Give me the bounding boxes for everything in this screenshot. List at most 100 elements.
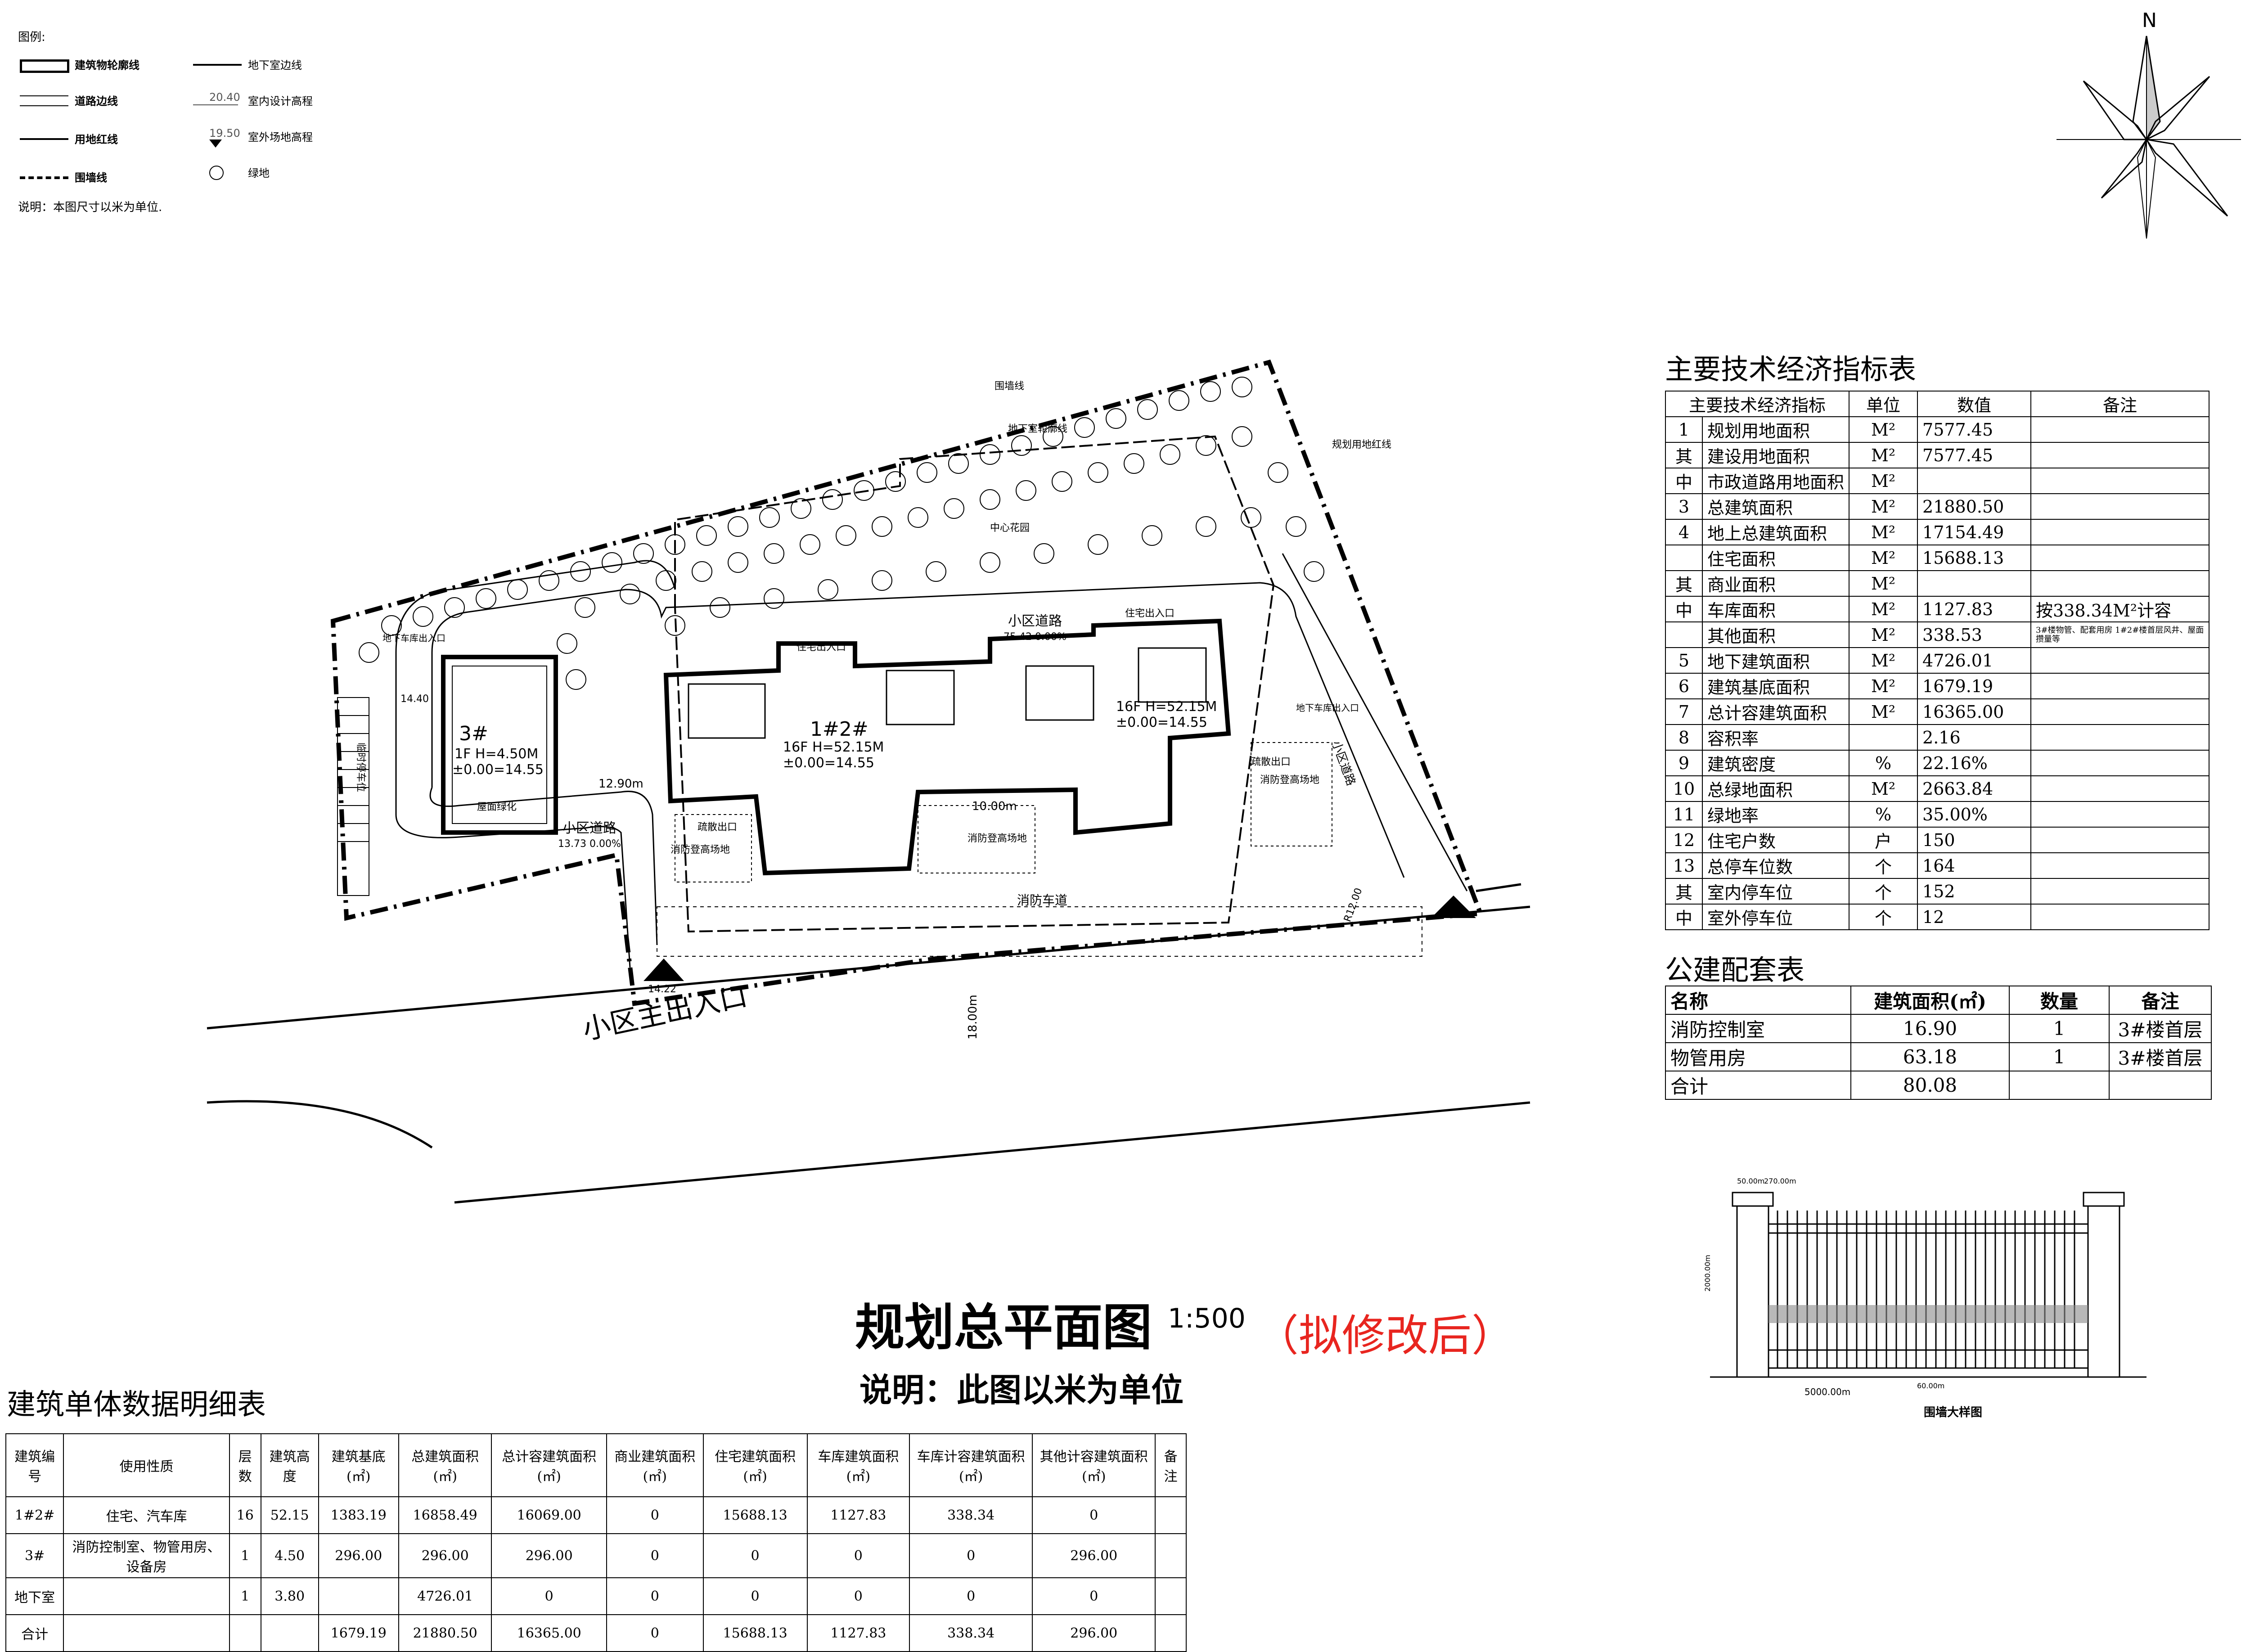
- legend-item-indoor-elev: 20.40 室内设计高程: [191, 91, 313, 108]
- building-cell: 0: [702, 1533, 808, 1578]
- eco-cell: M²: [1849, 647, 1918, 674]
- building-cell: 16365.00: [491, 1614, 607, 1652]
- elev-14-40: 14.40: [400, 693, 429, 705]
- pub-header-qty: 数量: [2009, 986, 2110, 1015]
- building-cell: 0: [491, 1577, 607, 1615]
- legend-label: 道路边线: [75, 95, 118, 108]
- eco-cell: [2030, 442, 2210, 468]
- building-cell: 3#: [5, 1533, 64, 1578]
- pub-cell: 16.90: [1850, 1014, 2010, 1043]
- building-3-label: 3#: [459, 722, 488, 745]
- building-cell: [229, 1614, 261, 1652]
- building-cell: [63, 1614, 230, 1652]
- building-cell: 1127.83: [806, 1614, 910, 1652]
- building-table: 建筑编号使用性质层数建筑高度建筑基底(㎡)总建筑面积(㎡)总计容建筑面积(㎡)商…: [5, 1433, 1187, 1652]
- pub-cell: 物管用房: [1665, 1042, 1851, 1071]
- roof-green-label: 屋面绿化: [477, 801, 517, 813]
- fence-caption: 围墙大样图: [1924, 1406, 1983, 1419]
- building-header-cell: 其他计容建筑面积(㎡): [1032, 1433, 1156, 1497]
- eco-cell: [2030, 878, 2210, 905]
- building-cell: [1155, 1614, 1187, 1652]
- road-north-label: 小区道路: [1008, 613, 1062, 629]
- building-cell: 16858.49: [398, 1496, 492, 1534]
- eco-cell: 总建筑面积: [1701, 493, 1850, 520]
- road-south-dims: 13.73 0.00%: [558, 838, 621, 850]
- eco-cell: 建筑基底面积: [1701, 673, 1850, 699]
- eco-cell: 其他面积: [1701, 621, 1850, 648]
- pub-table-title: 公建配套表: [1665, 954, 1805, 986]
- eco-cell: M²: [1849, 493, 1918, 520]
- eco-cell: M²: [1849, 570, 1918, 597]
- eco-table-title: 主要技术经济指标表: [1665, 353, 1917, 386]
- eco-cell: 按338.34M²计容: [2030, 596, 2210, 622]
- eco-cell: 1: [1665, 416, 1703, 443]
- eco-cell: [2030, 519, 2210, 545]
- eco-cell: 8: [1665, 724, 1703, 751]
- site-plan: 3# 1F H=4.50M ±0.00=14.55 屋面绿化 1#2# 16F …: [207, 359, 1530, 1204]
- legend-note: 说明：本图尺寸以米为单位.: [18, 201, 162, 214]
- legend-item-building-outline: 建筑物轮廓线: [18, 56, 140, 73]
- eco-header-value: 数值: [1917, 391, 2032, 417]
- building-3-elev: ±0.00=14.55: [452, 762, 544, 778]
- building-cell: 1127.83: [806, 1496, 910, 1534]
- legend-item-outdoor-elev: 19.50 室外场地高程: [191, 126, 313, 148]
- basement-entry-label: 地下车库出入口: [382, 633, 446, 644]
- building-1-2-label: 1#2#: [810, 718, 868, 741]
- fire-lane: [657, 906, 1422, 957]
- fire-lane-label: 消防车道: [1017, 893, 1067, 908]
- building-header-cell: 住宅建筑面积(㎡): [702, 1433, 808, 1497]
- plan-title: 规划总平面图: [855, 1298, 1152, 1356]
- building-cell: 4.50: [260, 1533, 319, 1578]
- eco-cell: 户: [1849, 827, 1918, 853]
- pub-table-header: 名称 建筑面积(㎡) 数量 备注: [1665, 986, 2212, 1015]
- building-cell: [1155, 1577, 1187, 1615]
- eco-cell: 10: [1665, 775, 1703, 802]
- building-header-cell: 建筑编号: [5, 1433, 64, 1497]
- eco-cell: [2030, 775, 2210, 802]
- eco-cell: M²: [1849, 596, 1918, 622]
- secondary-gate-marker: [1431, 896, 1476, 918]
- fence-dim-3: 60.00m: [1917, 1382, 1944, 1390]
- eco-cell: M²: [1849, 673, 1918, 699]
- compass-north: N: [2142, 9, 2157, 32]
- fence-dim-1: 50.00m: [1737, 1177, 1764, 1185]
- eco-cell: 中: [1665, 468, 1703, 494]
- building-header-cell: 备注: [1155, 1433, 1187, 1497]
- eco-cell: [2030, 493, 2210, 520]
- pub-cell: 63.18: [1850, 1042, 2010, 1071]
- eco-cell: 住宅户数: [1701, 827, 1850, 853]
- eco-cell: 7577.45: [1917, 442, 2032, 468]
- legend-item-red-line: 用地红线: [18, 131, 118, 146]
- eco-cell: 4: [1665, 519, 1703, 545]
- building-header-cell: 建筑高度: [260, 1433, 319, 1497]
- building-cell: 0: [806, 1533, 910, 1578]
- eco-cell: 其: [1665, 878, 1703, 905]
- building-cell: 3.80: [260, 1577, 319, 1615]
- eco-cell: 12: [1665, 827, 1703, 853]
- plan-note: 说明：此图以米为单位: [860, 1371, 1184, 1409]
- fence-total-dim: 5000.00m: [1804, 1386, 1850, 1397]
- outdoor-elev-value: 19.50: [209, 126, 240, 140]
- building-1-2: [663, 618, 1231, 876]
- eco-cell: 2663.84: [1917, 775, 2032, 802]
- building-cell: 21880.50: [398, 1614, 492, 1652]
- eco-cell: %: [1849, 750, 1918, 776]
- north-arrow-icon: N: [2056, 9, 2241, 239]
- building-header-cell: 商业建筑面积(㎡): [606, 1433, 704, 1497]
- building-cell: 338.34: [909, 1496, 1033, 1534]
- eco-cell: 1679.19: [1917, 673, 2032, 699]
- road-south-label: 小区道路: [562, 820, 616, 836]
- plan-revision: （拟修改后）: [1256, 1310, 1515, 1361]
- building-cell: 296.00: [491, 1533, 607, 1578]
- eco-cell: 市政道路用地面积: [1701, 468, 1850, 494]
